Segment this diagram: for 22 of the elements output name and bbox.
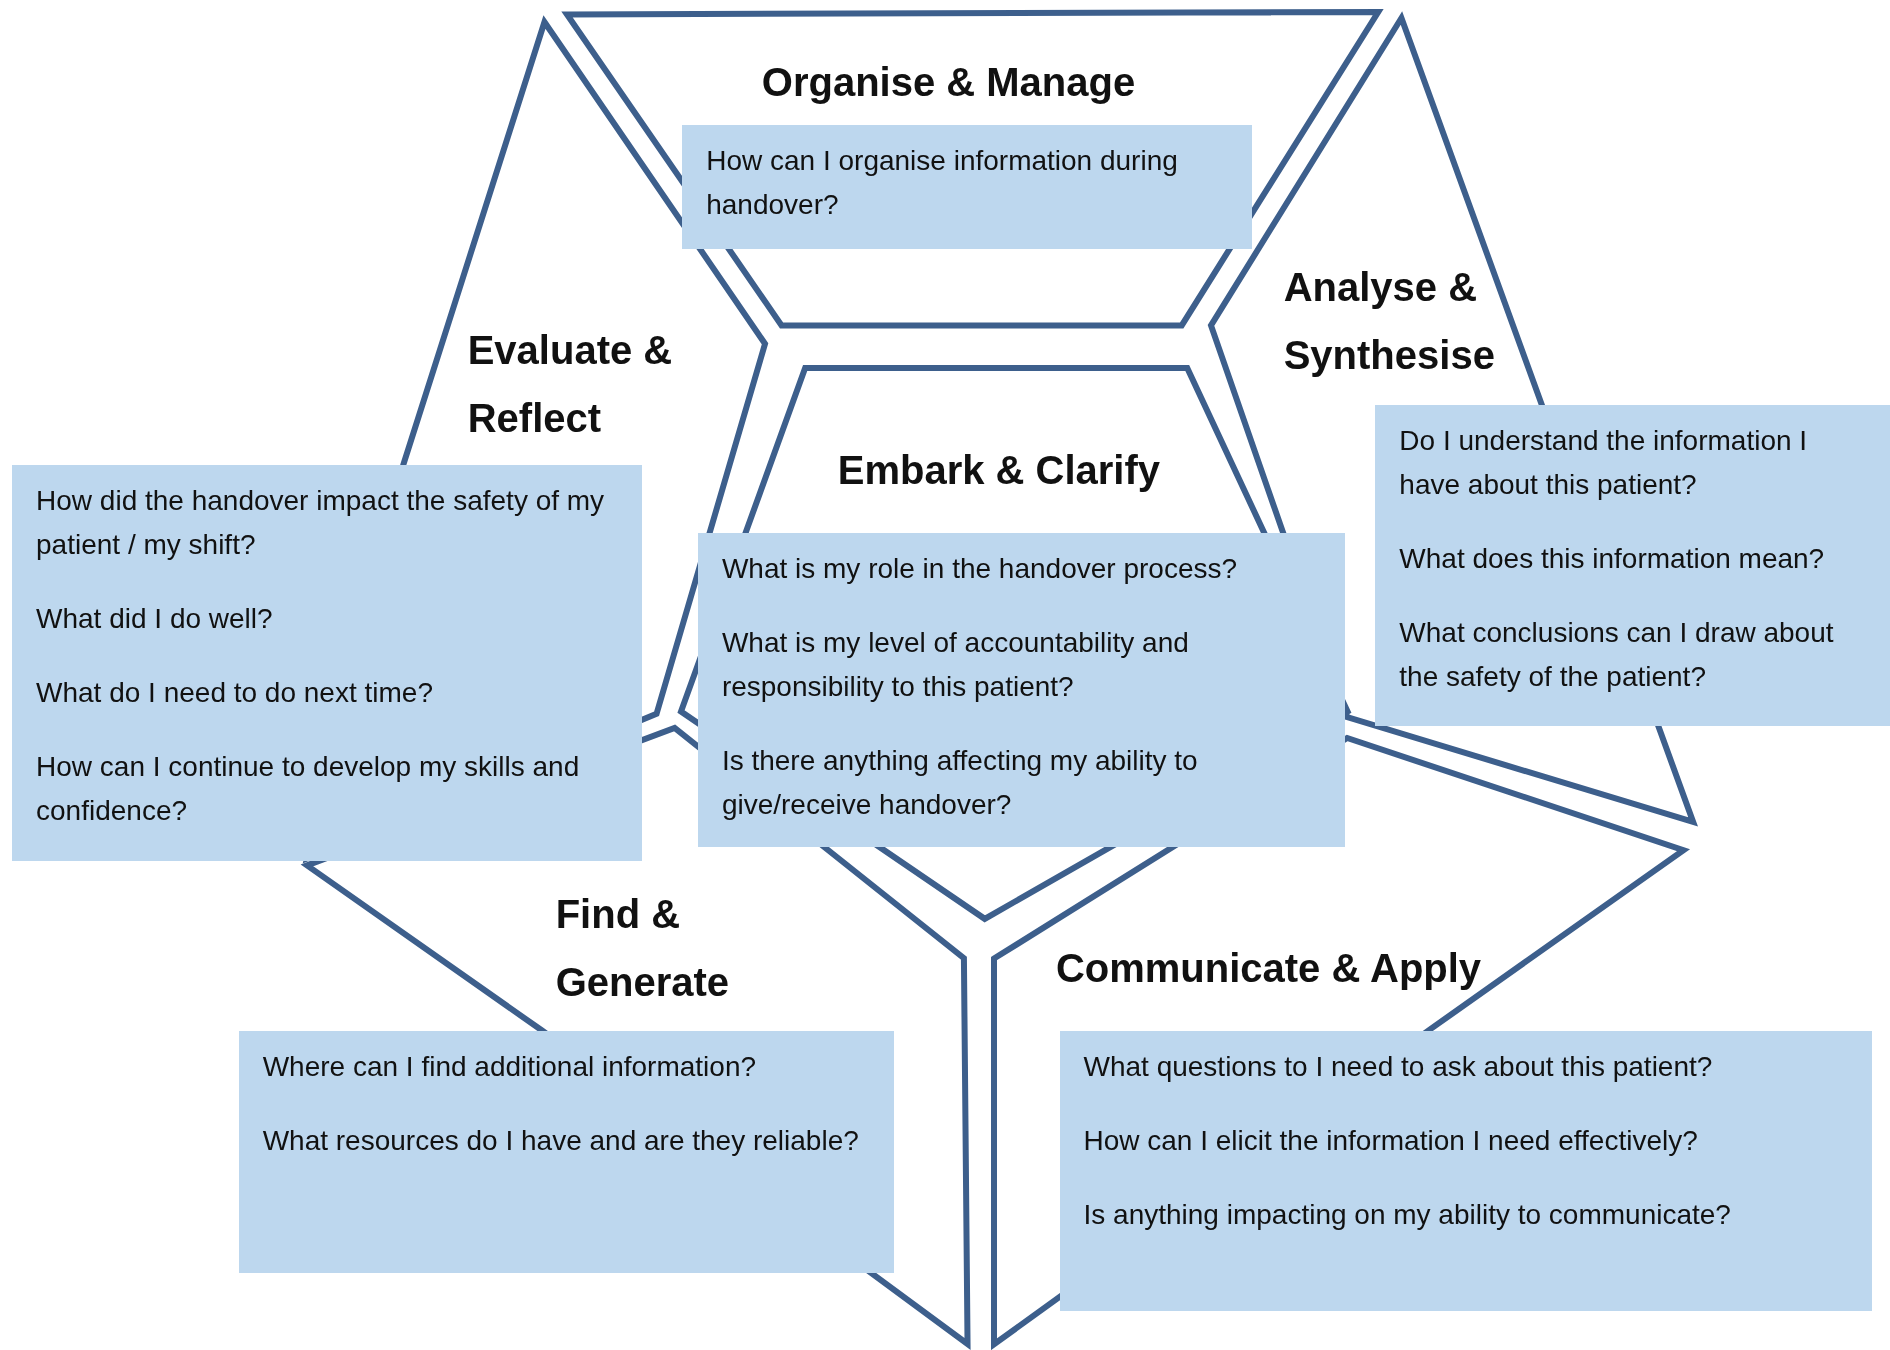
question-text: What resources do I have and are they reliable? [262,1123,860,1158]
question-box [12,465,643,861]
segment-heading: Evaluate & Reflect [467,326,674,442]
question-text: Where can I find additional information? [262,1049,758,1084]
segment-heading: Communicate & Apply [1055,945,1483,993]
question-text: What conclusions can I draw about the safety of the patient? [1399,616,1835,694]
segment-heading: Organise & Manage [761,59,1137,107]
question-text: What questions to I need to ask about this patient? [1083,1049,1714,1084]
segment-heading: Find & Generate [555,890,731,1006]
question-text: What does this information mean? [1399,542,1826,576]
question-box [238,1030,895,1273]
question-box [1059,1030,1872,1312]
question-box [1375,405,1890,726]
question-text: What did I do well? [36,602,274,637]
question-text: How can I continue to develop my skills and confidence? [36,750,581,829]
question-text: Is anything impacting on my ability to communicate? [1083,1197,1732,1232]
question-text: How did the handover impact the safety of my patient / my shift? [36,484,606,563]
question-text: Do I understand the information I have about this patient? [1399,424,1809,502]
segment-heading: Analyse & Synthesise [1283,264,1496,380]
question-text: What do I need to do next time? [36,676,434,711]
question-text: How can I organise information during handover? [706,144,1179,223]
question-text: How can I elicit the information I need effectively? [1083,1123,1699,1158]
